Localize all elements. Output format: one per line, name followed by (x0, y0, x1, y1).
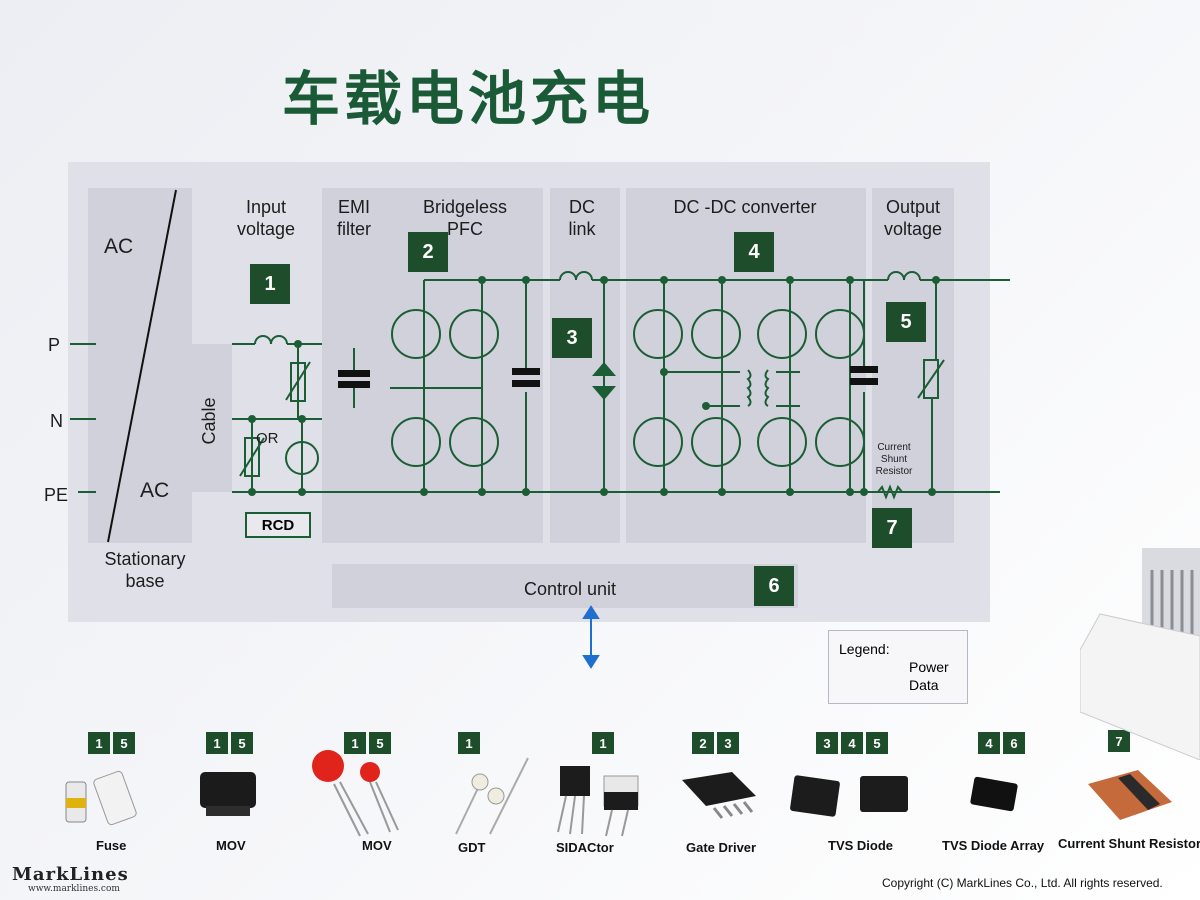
tvs-diode-icon (790, 775, 908, 817)
stationary-base-column (88, 188, 192, 543)
gdt-icon (455, 757, 529, 835)
badge-1: 1 (250, 264, 290, 304)
copyright-text: Copyright (C) MarkLines Co., Ltd. All ri… (882, 876, 1163, 890)
cable-block (186, 344, 232, 492)
component-tvs-diode-array-name: TVS Diode Array (942, 838, 1045, 853)
comp-badge: 1 (592, 732, 614, 754)
control-unit-bar (332, 564, 798, 608)
output-voltage-label: Output voltage (883, 197, 943, 239)
gate-driver-icon (682, 772, 756, 819)
component-tvs-diode-name: TVS Diode (828, 838, 894, 853)
comp-badge: 3 (816, 732, 838, 754)
comp-badge: 6 (1003, 732, 1025, 754)
component-mov-1-name: MOV (216, 838, 246, 853)
component-gdt: 1 (458, 732, 483, 754)
ac-label-top: AC (104, 235, 134, 258)
comp-badge: 1 (206, 732, 228, 754)
rcd-box: RCD (245, 512, 311, 538)
badge-4: 4 (734, 232, 774, 272)
shunt-resistor-icon (1088, 770, 1172, 820)
comp-badge: 5 (369, 732, 391, 754)
comp-badge: 1 (458, 732, 480, 754)
emi-filter-label: EMI filter (336, 197, 371, 239)
or-label: OR (256, 430, 279, 447)
legend-data: Data (909, 677, 939, 693)
dc-link-label: DC link (568, 197, 596, 239)
sidactor-icon (557, 766, 639, 837)
component-gate-driver-name: Gate Driver (686, 840, 757, 855)
comp-badge: 7 (1108, 730, 1130, 752)
ac-label-bottom: AC (140, 479, 170, 502)
component-gdt-name: GDT (458, 840, 486, 855)
legend-box: Legend: Power Data (828, 630, 968, 704)
component-fuse-name: Fuse (96, 838, 127, 853)
n-line-label: N (50, 411, 63, 431)
badge-3: 3 (552, 318, 592, 358)
badge-7: 7 (872, 508, 912, 548)
tvs-diode-array-icon (970, 776, 1018, 812)
comp-badge: 5 (231, 732, 253, 754)
control-unit-label: Control unit (523, 579, 617, 599)
comp-badge: 5 (866, 732, 888, 754)
component-sidactor-name: SIDACtor (556, 840, 614, 855)
comp-badge: 3 (717, 732, 739, 754)
comp-badge: 4 (978, 732, 1000, 754)
legend-power: Power (909, 659, 949, 675)
badge-2: 2 (408, 232, 448, 272)
badge-6: 6 (754, 566, 794, 606)
badge-5: 5 (886, 302, 926, 342)
heatsink-device-image (1080, 548, 1200, 760)
current-shunt-label: Current Shunt Resistor (875, 442, 913, 477)
p-line-label: P (48, 335, 61, 355)
comp-badge: 2 (692, 732, 714, 754)
marklines-logo: MarkLines (12, 864, 129, 885)
component-current-shunt-resistor: 7 (1108, 730, 1133, 752)
comp-badge: 5 (113, 732, 135, 754)
comp-badge: 1 (88, 732, 110, 754)
bridgeless-pfc-label: Bridgeless PFC (422, 197, 508, 239)
dc-link-column (550, 188, 620, 543)
component-sidactor: 1 (592, 732, 617, 754)
fuse-icon (65, 770, 137, 826)
component-current-shunt-resistor-name: Current Shunt Resistor (1058, 836, 1200, 851)
mov-disc-icon (312, 750, 399, 837)
cable-label: Cable (199, 397, 219, 445)
page-title: 车载电池充电 (282, 65, 655, 133)
mov-block-icon (200, 772, 256, 816)
comp-badge: 4 (841, 732, 863, 754)
component-mov-2-name: MOV (362, 838, 392, 853)
comp-badge: 1 (344, 732, 366, 754)
dcdc-converter-label: DC -DC converter (673, 197, 817, 217)
stationary-base-label: Stationary base (104, 549, 186, 591)
marklines-url: www.marklines.com (28, 884, 120, 894)
legend-title: Legend: (839, 641, 890, 657)
pe-line-label: PE (44, 485, 69, 505)
input-voltage-label: Input voltage (236, 197, 296, 239)
